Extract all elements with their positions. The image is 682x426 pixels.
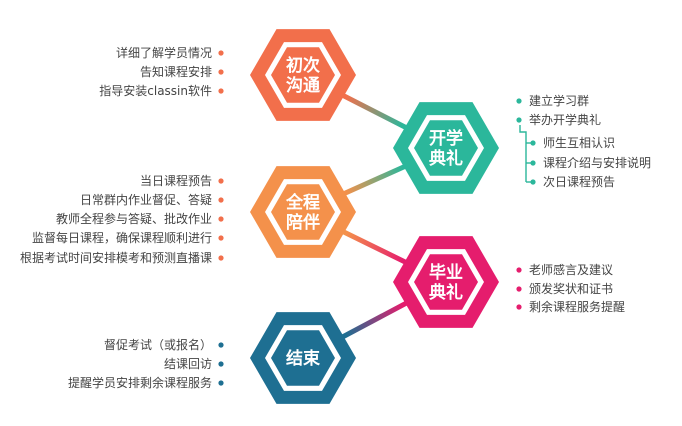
bullet-dot [218, 69, 224, 75]
bullet-item: 结课回访 [164, 357, 212, 371]
sub-bullet-item: 师生互相认识 [543, 136, 615, 150]
stage-title-line: 典礼 [429, 148, 463, 169]
hexagon-inner [271, 47, 335, 103]
bullet-item: 提醒学员安排剩余课程服务 [68, 375, 212, 390]
sub-bullet-item: 课程介绍与安排说明 [543, 155, 651, 170]
stage-title-line: 沟通 [286, 75, 320, 96]
stage-title-line: 开学 [429, 128, 463, 149]
bullet-item: 建立学习群 [529, 93, 589, 108]
bullet-item: 老师感言及建议 [529, 262, 613, 277]
stage-title-line: 毕业 [429, 263, 463, 283]
bullet-item: 教师全程参与答疑、批改作业 [56, 211, 212, 226]
bullet-dot [218, 235, 224, 241]
hexagon-inner [414, 254, 478, 310]
bullet-item: 详细了解学员情况 [116, 45, 212, 60]
bullet-dot [218, 197, 224, 203]
bullet-dot [530, 140, 536, 146]
bullet-dot [218, 255, 224, 261]
bullet-dot [218, 178, 224, 184]
stage-conclusion: 结束 [250, 312, 356, 404]
hexagon-inner [414, 120, 478, 176]
sub-bullet-item: 次日课程预告 [543, 174, 615, 189]
bullet-item: 剩余课程服务提醒 [529, 299, 625, 314]
stage-title-line: 结束 [286, 348, 320, 369]
bullet-dot [516, 267, 522, 273]
bullet-dot [516, 98, 522, 104]
items-full-accompany: 当日课程预告日常群内作业督促、答疑教师全程参与答疑、批改作业监督每日课程，确保课… [20, 173, 224, 265]
bullet-item: 指导安装classin软件 [99, 83, 212, 98]
bullet-dot [218, 380, 224, 386]
bullet-item: 根据考试时间安排模考和预测直播课 [20, 250, 212, 265]
bullet-dot [516, 304, 522, 310]
bullet-dot [218, 88, 224, 94]
stage-title-line: 初次 [286, 55, 320, 76]
bullet-item: 督促考试（或报名） [104, 337, 212, 352]
stage-opening-ceremony: 开学典礼 [393, 102, 499, 194]
bullet-dot [516, 117, 522, 123]
bullet-item: 颁发奖状和证书 [529, 281, 613, 296]
bullet-dot [530, 179, 536, 185]
bullet-dot [530, 160, 536, 166]
bullet-dot [218, 216, 224, 222]
bullet-dot [516, 286, 522, 292]
stage-title-line: 典礼 [429, 282, 463, 303]
sub-list-bracket [519, 125, 527, 182]
bullet-item: 日常群内作业督促、答疑 [80, 192, 212, 207]
bullet-dot [218, 361, 224, 367]
bullet-item: 当日课程预告 [140, 173, 212, 188]
hexagon-inner [271, 330, 335, 386]
stage-title-line: 全程 [285, 192, 320, 213]
bullet-item: 监督每日课程，确保课程顺利进行 [32, 230, 212, 245]
bullet-dot [218, 50, 224, 56]
hexagon-inner [271, 184, 335, 240]
stage-title-line: 陪伴 [286, 212, 320, 233]
bullet-dot [218, 342, 224, 348]
bullet-item: 告知课程安排 [140, 64, 212, 79]
bullet-item: 举办开学典礼 [529, 112, 601, 127]
